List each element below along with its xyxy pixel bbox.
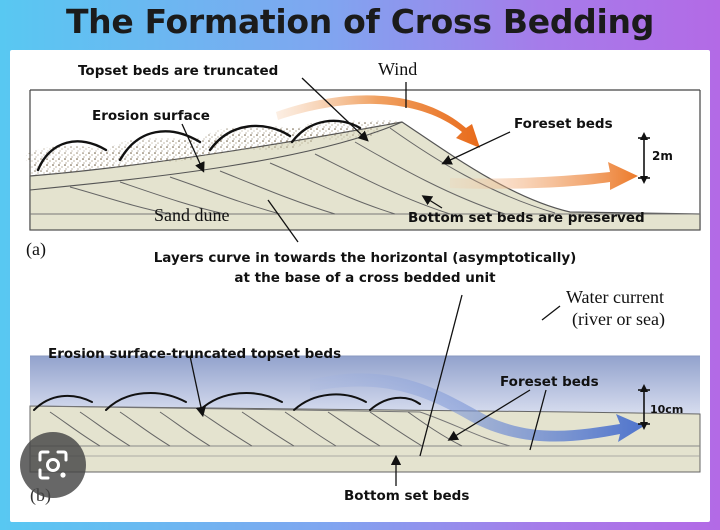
ripple-sediment: [29, 405, 701, 473]
panel-a: [25, 77, 701, 243]
lens-search-button[interactable]: [20, 432, 86, 498]
label-erosion-surface: Erosion surface: [92, 108, 210, 124]
label-scale-10cm: 10cm: [650, 403, 684, 416]
scale-bar-a: [638, 137, 650, 179]
foreset-laminae-a: [69, 127, 556, 215]
label-river-or-sea: (river or sea): [572, 309, 665, 329]
water-current-arrow: [310, 373, 644, 442]
label-panel-a: (a): [26, 239, 46, 259]
dune-crests-a: [36, 119, 362, 172]
label-water-current: Water current: [566, 287, 664, 307]
label-sand-dune: Sand dune: [154, 205, 230, 225]
page-title: The Formation of Cross Bedding: [65, 2, 655, 41]
label-foreset-beds-a: Foreset beds: [514, 116, 613, 132]
caption-line-2: at the base of a cross bedded unit: [234, 270, 496, 286]
wind-arrow: [276, 95, 480, 148]
label-erosion-truncated-topset: Erosion surface-truncated topset beds: [48, 346, 342, 362]
label-scale-2m: 2m: [652, 149, 673, 163]
caption-line-1: Layers curve in towards the horizontal (…: [153, 250, 577, 266]
label-topset-truncated: Topset beds are truncated: [78, 63, 279, 79]
label-bottom-set-preserved: Bottom set beds are preserved: [408, 210, 645, 226]
cross-bedding-diagram: [25, 77, 701, 486]
wind-arrow-lower: [450, 162, 638, 190]
label-wind: Wind: [378, 59, 418, 79]
ripple-crests-b: [33, 392, 421, 411]
panel-b: [29, 294, 701, 486]
label-bottom-set-beds: Bottom set beds: [344, 488, 470, 504]
lens-search-icon: [38, 450, 68, 480]
label-foreset-beds-b: Foreset beds: [500, 374, 599, 390]
